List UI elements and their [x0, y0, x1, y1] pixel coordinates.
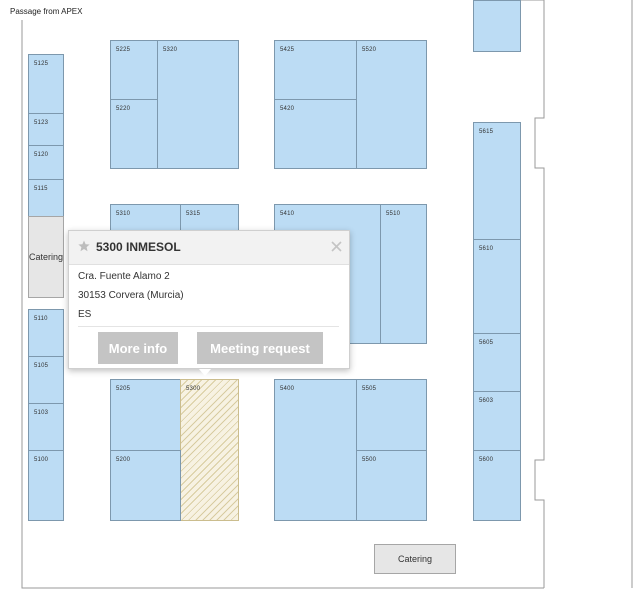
booth-5125[interactable]: 5125 [28, 54, 64, 114]
booth-5520[interactable]: 5520 [356, 40, 427, 169]
hall-outer-wall [21, 20, 544, 589]
booth-5425[interactable]: 5425 [274, 40, 357, 100]
popup-header: 5300 INMESOL [69, 231, 349, 265]
booth-5220[interactable]: 5220 [110, 99, 158, 169]
booth-label: 5300 [186, 386, 201, 392]
booth-5500[interactable]: 5500 [356, 450, 427, 521]
catering-label: Catering [397, 554, 433, 564]
catering-label: Catering [28, 252, 64, 262]
booth-5615[interactable]: 5615 [473, 122, 521, 240]
close-icon[interactable] [331, 241, 342, 252]
address-line-2: 30153 Corvera (Murcia) [78, 290, 184, 301]
booth-label: 5220 [116, 106, 131, 112]
hall-right-wall [520, 0, 545, 588]
booth-5120[interactable]: 5120 [28, 145, 64, 180]
meeting-request-button[interactable]: Meeting request [197, 332, 323, 364]
booth-label: 5610 [479, 246, 494, 252]
booth-5103[interactable]: 5103 [28, 403, 64, 451]
booth-label: 5105 [34, 363, 49, 369]
popup-pointer [199, 369, 211, 376]
address-line-1: Cra. Fuente Alamo 2 [78, 271, 170, 282]
more-info-button[interactable]: More info [98, 332, 178, 364]
booth-top-right[interactable] [473, 0, 521, 52]
booth-label: 5510 [386, 211, 401, 217]
booth-label: 5505 [362, 386, 377, 392]
booth-label: 5120 [34, 152, 49, 158]
booth-5100[interactable]: 5100 [28, 450, 64, 521]
booth-5510[interactable]: 5510 [380, 204, 427, 344]
booth-5110[interactable]: 5110 [28, 309, 64, 357]
popup-title: 5300 INMESOL [96, 240, 181, 254]
booth-label: 5115 [34, 186, 48, 192]
catering-area-left: Catering [28, 216, 64, 298]
booth-label: 5103 [34, 410, 49, 416]
booth-label: 5600 [479, 457, 494, 463]
booth-5105[interactable]: 5105 [28, 356, 64, 404]
booth-5600[interactable]: 5600 [473, 450, 521, 521]
booth-5505[interactable]: 5505 [356, 379, 427, 451]
booth-5205[interactable]: 5205 [110, 379, 181, 451]
booth-label: 5315 [186, 211, 201, 217]
booth-5603[interactable]: 5603 [473, 391, 521, 451]
passage-label: Passage from APEX [10, 7, 83, 16]
star-icon[interactable] [78, 240, 90, 252]
country-code: ES [78, 309, 92, 320]
booth-label: 5123 [34, 120, 49, 126]
booth-5605[interactable]: 5605 [473, 333, 521, 392]
booth-5610[interactable]: 5610 [473, 239, 521, 334]
booth-label: 5615 [479, 129, 494, 135]
catering-area-bottom: Catering [374, 544, 456, 574]
booth-label: 5605 [479, 340, 494, 346]
booth-info-popup: 5300 INMESOL Cra. Fuente Alamo 2 30153 C… [68, 230, 350, 376]
booth-label: 5520 [362, 47, 377, 53]
booth-label: 5420 [280, 106, 295, 112]
booth-label: 5125 [34, 61, 49, 67]
booth-5200[interactable]: 5200 [110, 450, 181, 521]
booth-5400[interactable]: 5400 [274, 379, 357, 521]
booth-5123[interactable]: 5123 [28, 113, 64, 146]
booth-5300-selected[interactable]: 5300 [180, 379, 239, 521]
booth-label: 5100 [34, 457, 49, 463]
booth-5115[interactable]: 5115 [28, 179, 64, 217]
booth-label: 5225 [116, 47, 131, 53]
booth-label: 5400 [280, 386, 295, 392]
booth-label: 5205 [116, 386, 131, 392]
booth-label: 5410 [280, 211, 295, 217]
booth-label: 5200 [116, 457, 131, 463]
popup-divider [78, 326, 339, 327]
booth-5420[interactable]: 5420 [274, 99, 357, 169]
booth-label: 5310 [116, 211, 131, 217]
booth-5225[interactable]: 5225 [110, 40, 158, 100]
booth-label: 5320 [163, 47, 178, 53]
booth-label: 5425 [280, 47, 295, 53]
booth-5320[interactable]: 5320 [157, 40, 239, 169]
booth-label: 5500 [362, 457, 377, 463]
booth-label: 5603 [479, 398, 494, 404]
booth-label: 5110 [34, 316, 48, 322]
